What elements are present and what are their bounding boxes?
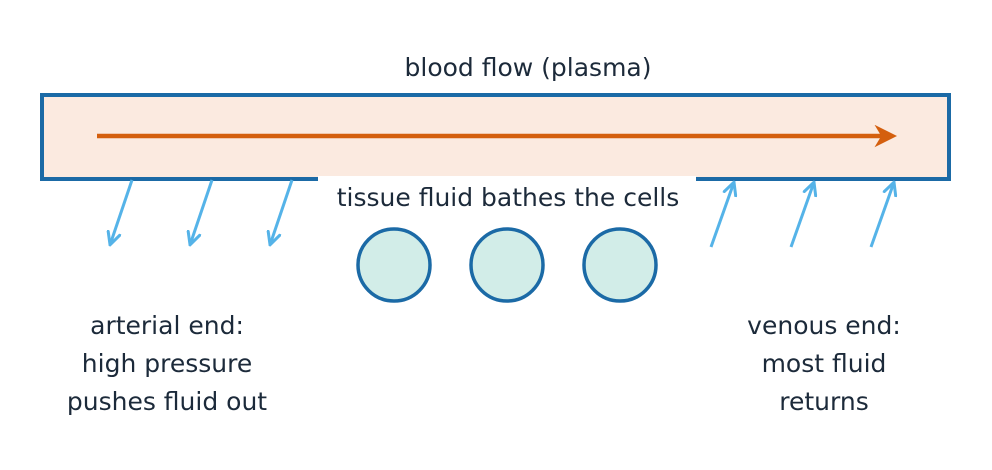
arterial-end-label: arterial end: high pressure pushes fluid… — [67, 311, 267, 416]
tissue-label-backdrop — [318, 176, 696, 216]
venous-label-line: venous end: — [747, 311, 901, 340]
arterial-label-line: high pressure — [82, 349, 252, 378]
return-arrow — [709, 185, 733, 248]
blood-flow-label: blood flow (plasma) — [405, 53, 652, 82]
venous-end-label: venous end: most fluid returns — [747, 311, 901, 416]
outflow-arrows — [111, 179, 294, 242]
tissue-cells — [356, 227, 658, 303]
return-arrows — [709, 185, 893, 248]
tissue-cell — [356, 227, 432, 303]
return-arrow — [869, 185, 893, 248]
arterial-label-line: arterial end: — [90, 311, 244, 340]
return-arrow — [789, 185, 813, 248]
outflow-arrow — [271, 179, 294, 242]
tissue-fluid-label: tissue fluid bathes the cells — [337, 183, 680, 212]
venous-label-line: returns — [779, 387, 868, 416]
arterial-label-line: pushes fluid out — [67, 387, 267, 416]
tissue-cell — [582, 227, 658, 303]
outflow-arrow — [191, 179, 214, 242]
venous-label-line: most fluid — [762, 349, 887, 378]
tissue-cell — [469, 227, 545, 303]
outflow-arrow — [111, 179, 134, 242]
